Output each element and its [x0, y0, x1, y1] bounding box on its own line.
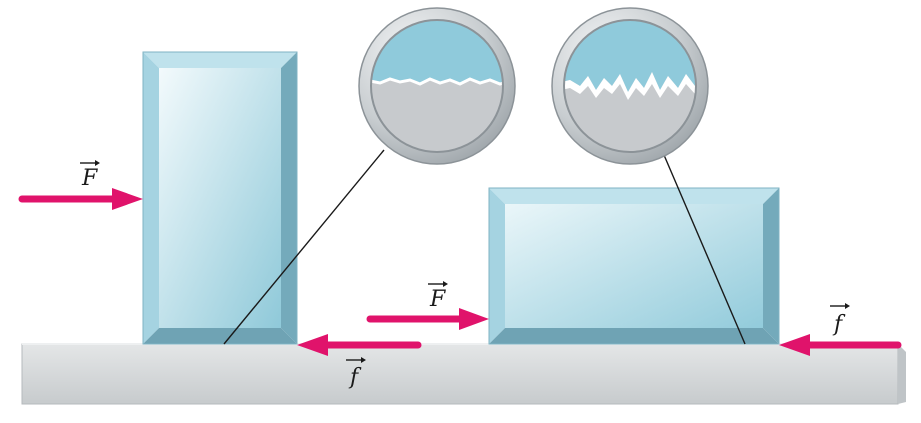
- friction-label-right: f: [830, 303, 850, 337]
- tall-block: [142, 51, 298, 345]
- friction-arrow-right: [779, 334, 902, 356]
- friction-arrow-left: [297, 334, 422, 356]
- force-label-text-right: F: [429, 287, 446, 312]
- friction-label-text-right: f: [832, 312, 846, 337]
- force-label-text-left: F: [81, 166, 98, 191]
- force-arrow-left: [18, 188, 143, 210]
- leader-line-right: [663, 154, 746, 345]
- ground-surface: [21, 343, 906, 405]
- force-label-left: F: [80, 160, 100, 191]
- leader-line-left: [223, 149, 385, 345]
- wide-block: [488, 187, 780, 345]
- magnifier-smooth-contact: [358, 7, 516, 165]
- magnifier-rough-contact: [551, 7, 709, 165]
- force-arrow-right: [366, 308, 489, 330]
- force-label-right: F: [428, 281, 448, 312]
